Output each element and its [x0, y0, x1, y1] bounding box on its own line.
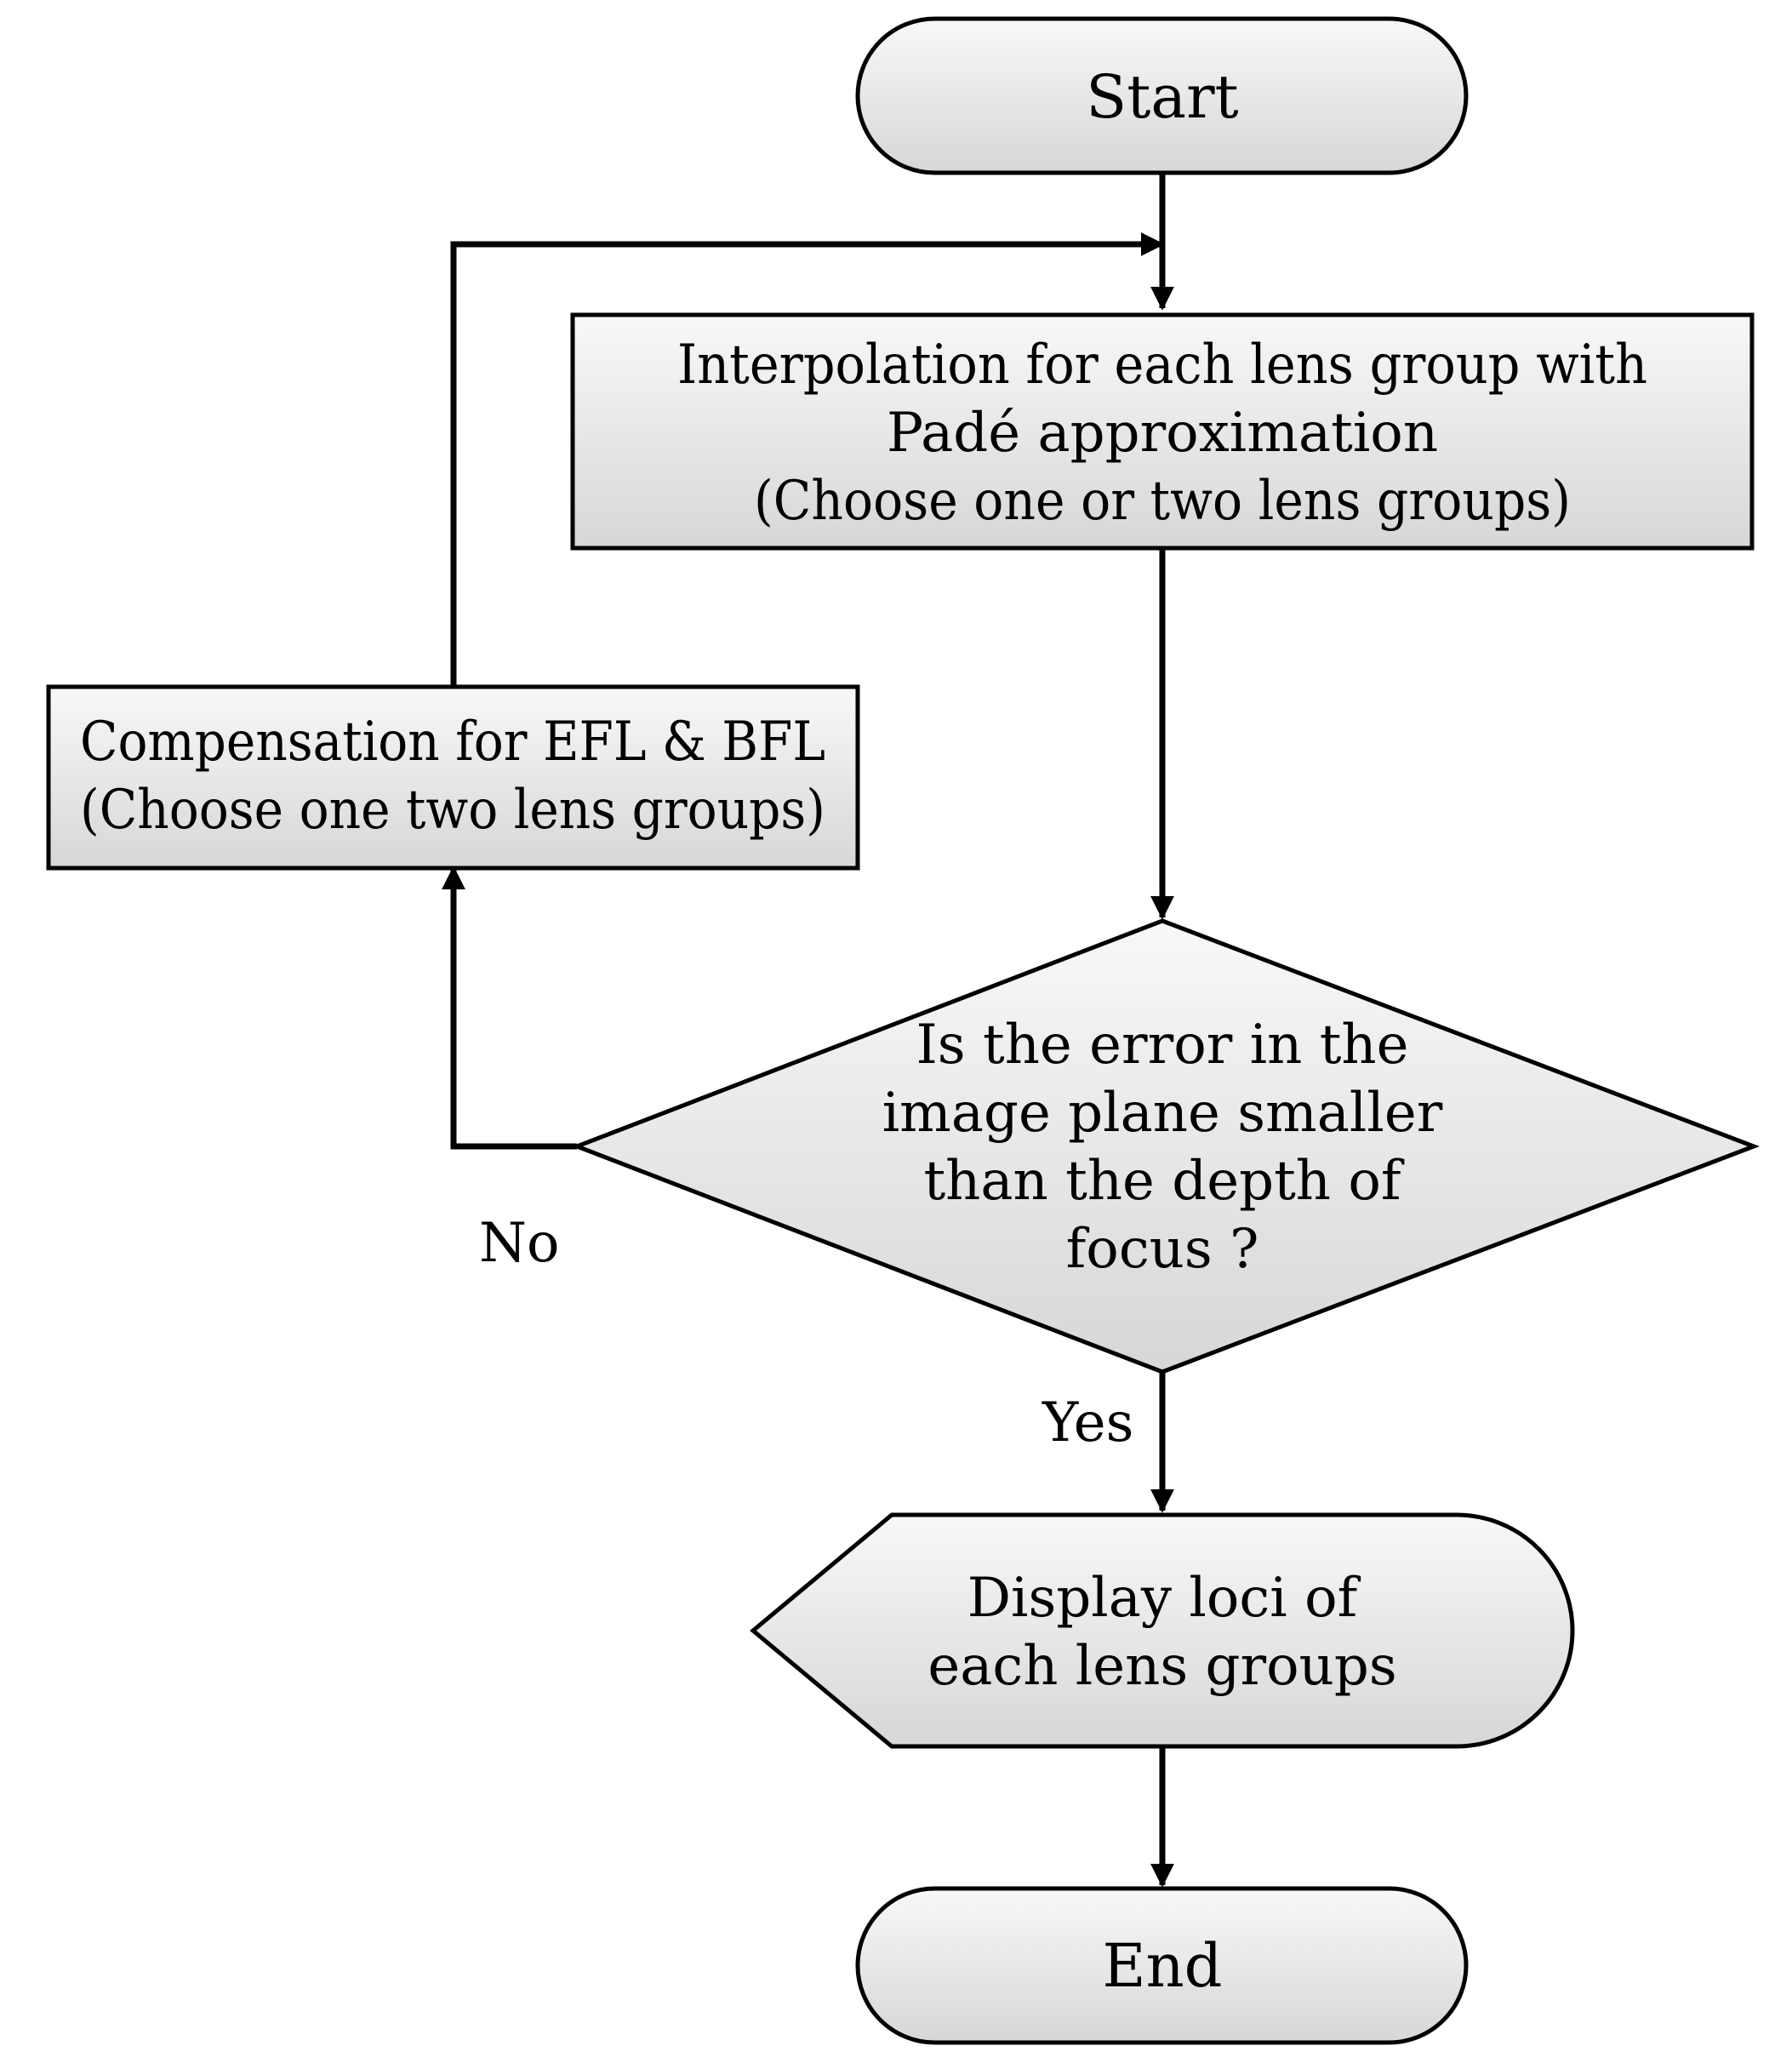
decision-label-line-3: than the depth of [923, 1150, 1404, 1213]
interpolation-label-line-2: Padé approximation [887, 402, 1438, 465]
interpolation-label-line-1: Interpolation for each lens group with [677, 334, 1647, 397]
decision-label-line-1: Is the error in the [916, 1014, 1409, 1077]
decision-label-line-2: image plane smaller [882, 1082, 1443, 1145]
display-label-line-1: Display loci of [967, 1567, 1361, 1630]
display-label-line-2: each lens groups [927, 1635, 1396, 1698]
yes-label: Yes [1042, 1391, 1133, 1454]
end-node: End [855, 1886, 1469, 2045]
display-node: Display loci of each lens groups [750, 1512, 1575, 1749]
arrow-compensation-loop-back [450, 232, 1165, 687]
no-label: No [479, 1212, 560, 1275]
interpolation-label-line-3: (Choose one or two lens groups) [754, 470, 1571, 533]
decision-label-line-4: focus ? [1066, 1218, 1259, 1281]
decision-node: Is the error in the image plane smaller … [571, 918, 1761, 1374]
arrow-decision-no-to-compensation [442, 866, 577, 1150]
start-label: Start [1086, 62, 1238, 132]
compensation-node: Compensation for EFL & BFL (Choose one t… [46, 684, 860, 871]
interpolation-node: Interpolation for each lens group with P… [570, 312, 1755, 551]
end-label: End [1103, 1931, 1223, 2001]
start-node: Start [855, 16, 1469, 175]
compensation-label-line-1: Compensation for EFL & BFL [80, 711, 825, 774]
compensation-label-line-2: (Choose one two lens groups) [80, 779, 825, 842]
